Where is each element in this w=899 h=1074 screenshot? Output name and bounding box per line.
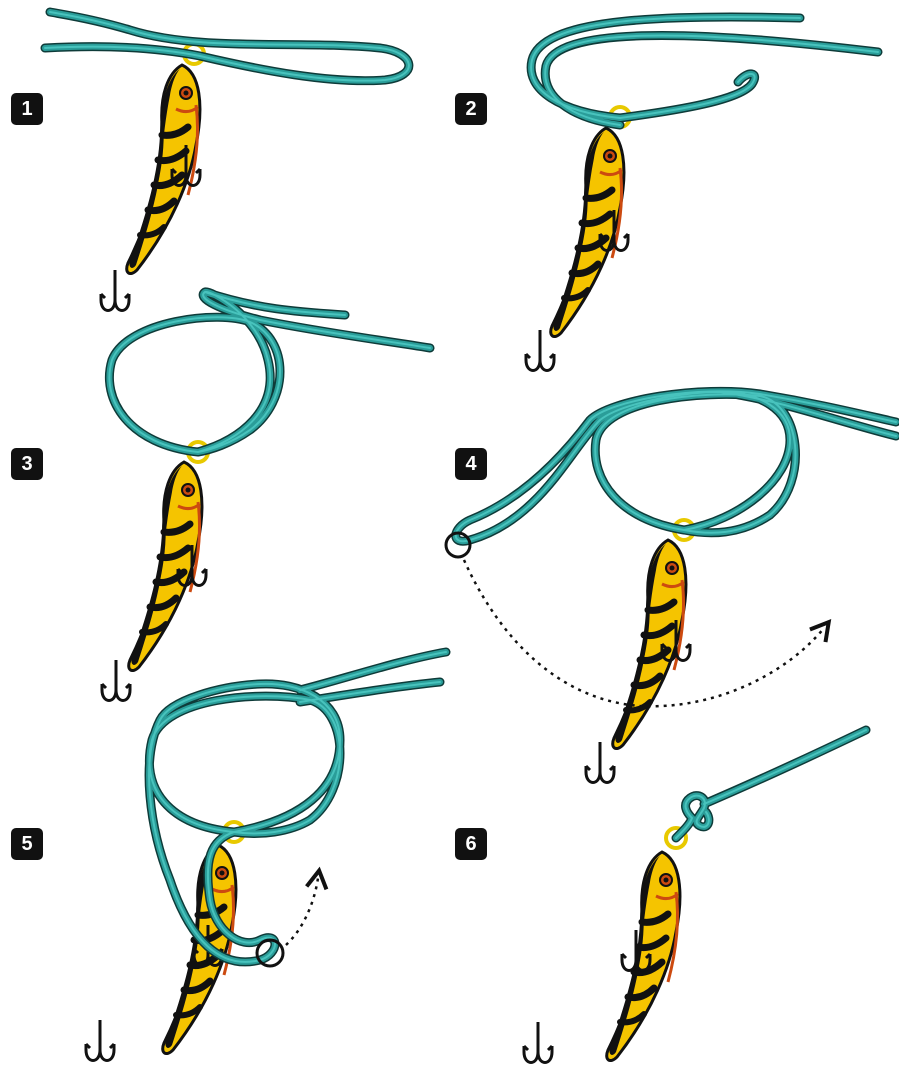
step-6-illustration xyxy=(524,730,866,1063)
step-badge-4: 4 xyxy=(455,448,487,480)
step-number: 2 xyxy=(465,98,476,120)
step-number: 3 xyxy=(21,453,32,475)
step-badge-6: 6 xyxy=(455,828,487,860)
step-badge-3: 3 xyxy=(11,448,43,480)
step-number: 4 xyxy=(465,453,476,475)
step-3-illustration xyxy=(102,292,430,701)
fishing-line xyxy=(149,652,446,962)
treble-hook-icon xyxy=(101,270,129,311)
fishing-lure-icon xyxy=(127,65,200,274)
step-5-illustration xyxy=(86,652,446,1061)
step-2-illustration xyxy=(526,17,878,371)
step-number: 5 xyxy=(21,833,32,855)
step-badge-5: 5 xyxy=(11,828,43,860)
fishing-line xyxy=(456,391,896,541)
fishing-lure-icon xyxy=(163,845,236,1054)
fishing-line xyxy=(45,12,409,81)
fishing-line xyxy=(531,17,878,125)
step-4-illustration xyxy=(446,391,896,782)
step-badge-2: 2 xyxy=(455,93,487,125)
fishing-lure-icon xyxy=(607,852,680,1061)
step-1-illustration xyxy=(45,12,409,311)
treble-hook-icon xyxy=(526,330,554,371)
step-number: 6 xyxy=(465,833,476,855)
dotted-arrow-icon xyxy=(286,878,318,945)
fishing-line xyxy=(676,730,866,838)
treble-hook-icon xyxy=(524,1022,552,1063)
fishing-line xyxy=(109,292,430,452)
step-number: 1 xyxy=(21,98,32,120)
treble-hook-icon xyxy=(102,660,130,701)
treble-hook-icon xyxy=(86,1020,114,1061)
treble-hook-icon xyxy=(586,742,614,783)
step-badge-1: 1 xyxy=(11,93,43,125)
